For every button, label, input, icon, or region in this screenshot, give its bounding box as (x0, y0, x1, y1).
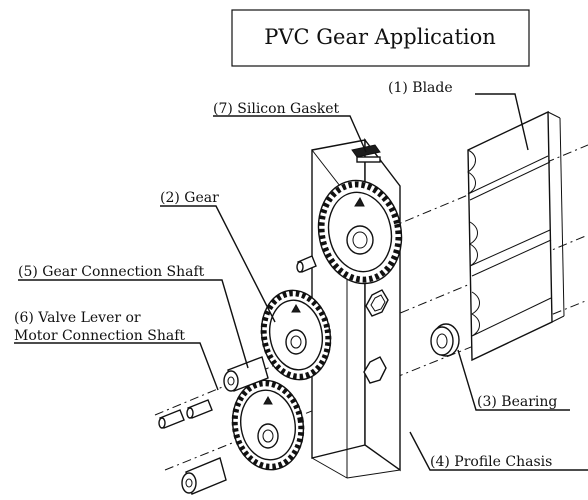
label-valve-lever-line2: Motor Connection Shaft (14, 328, 185, 344)
label-gear-connection-shaft: (5) Gear Connection Shaft (18, 264, 205, 280)
middle-gear (260, 289, 332, 381)
label-gear: (2) Gear (160, 190, 219, 206)
label-blade: (1) Blade (388, 80, 453, 96)
chassis-holes (363, 289, 389, 384)
valve-lever-shaft (158, 399, 213, 429)
lower-gear (231, 379, 305, 471)
upper-pin (296, 255, 317, 273)
label-bearing: (3) Bearing (477, 394, 557, 410)
label-valve-lever-line1: (6) Valve Lever or (14, 310, 141, 326)
labels: (1) Blade (7) Silicon Gasket (2) Gear (5… (14, 80, 557, 470)
title-box: PVC Gear Application (231, 9, 530, 67)
upper-gear (317, 179, 403, 285)
label-silicon-gasket: (7) Silicon Gasket (213, 101, 340, 117)
blade-assembly (467, 110, 565, 362)
label-profile-chassis: (4) Profile Chasis (430, 454, 552, 470)
leader-lines (14, 93, 588, 471)
gear-connection-shaft (223, 356, 269, 392)
lower-connector (181, 457, 227, 495)
bearing (430, 323, 460, 357)
diagram-title: PVC Gear Application (264, 25, 496, 49)
